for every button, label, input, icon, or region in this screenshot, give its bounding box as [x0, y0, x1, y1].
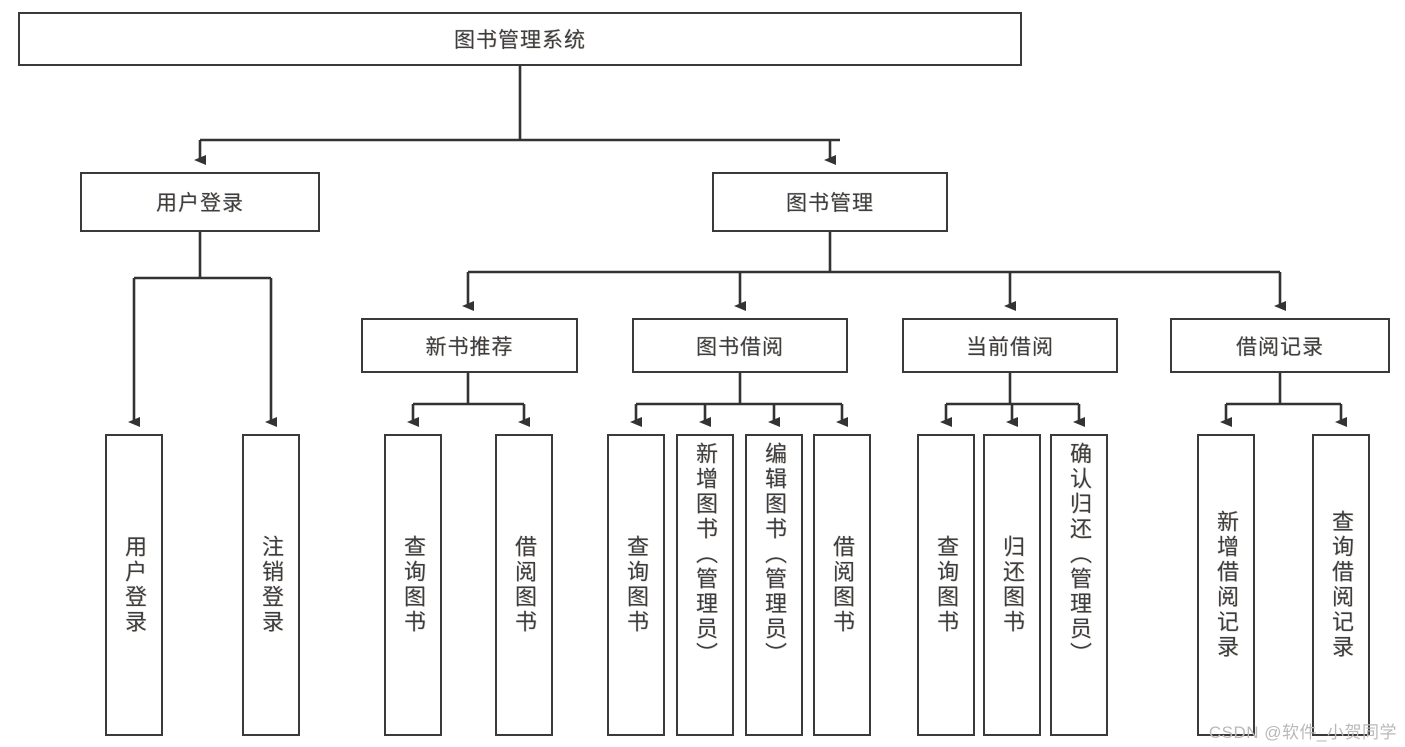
leaf-current-borrow-return-book[interactable]: 归还图书 [983, 434, 1041, 736]
node-label: 查询借阅记录 [1328, 510, 1354, 660]
node-label: 借阅记录 [1236, 335, 1324, 359]
node-label: 图书管理 [786, 192, 874, 215]
node-label: 查询图书 [933, 535, 959, 635]
node-user-login[interactable]: 用户登录 [80, 172, 320, 232]
node-borrow-record[interactable]: 借阅记录 [1170, 318, 1390, 373]
leaf-book-borrow-borrow-book[interactable]: 借阅图书 [813, 434, 871, 736]
node-label: 新增借阅记录 [1213, 510, 1239, 660]
node-current-borrow[interactable]: 当前借阅 [902, 318, 1118, 373]
node-label: 借阅图书 [511, 535, 537, 635]
node-label: 归还图书 [999, 535, 1025, 635]
node-label: 图书借阅 [696, 335, 784, 359]
node-label: 编辑图书（管理员） [761, 442, 787, 667]
node-label: 注销登录 [258, 535, 284, 635]
node-label: 用户登录 [156, 192, 244, 215]
node-new-book-recommend[interactable]: 新书推荐 [361, 318, 578, 373]
node-label: 用户登录 [121, 535, 147, 635]
node-label: 查询图书 [623, 535, 649, 635]
node-label: 确认归还（管理员） [1066, 442, 1092, 667]
leaf-user-login-login[interactable]: 用户登录 [105, 434, 163, 736]
node-book-borrow[interactable]: 图书借阅 [632, 318, 848, 373]
node-label: 图书管理系统 [454, 29, 586, 52]
leaf-user-login-logout[interactable]: 注销登录 [242, 434, 300, 736]
csdn-watermark: CSDN @软件_小贺同学 [1208, 723, 1397, 742]
leaf-new-book-borrow-book[interactable]: 借阅图书 [495, 434, 553, 736]
node-label: 新增图书（管理员） [692, 442, 718, 667]
leaf-new-book-query-book[interactable]: 查询图书 [384, 434, 442, 736]
leaf-book-borrow-query-book[interactable]: 查询图书 [607, 434, 665, 736]
node-label: 查询图书 [400, 535, 426, 635]
leaf-borrow-record-add-record[interactable]: 新增借阅记录 [1197, 434, 1255, 736]
leaf-current-borrow-query-book[interactable]: 查询图书 [917, 434, 975, 736]
leaf-book-borrow-add-book-admin[interactable]: 新增图书（管理员） [676, 434, 734, 736]
node-root-system[interactable]: 图书管理系统 [18, 12, 1022, 66]
leaf-current-borrow-confirm-return-admin[interactable]: 确认归还（管理员） [1050, 434, 1108, 736]
node-label: 借阅图书 [829, 535, 855, 635]
leaf-borrow-record-query-record[interactable]: 查询借阅记录 [1312, 434, 1370, 736]
leaf-book-borrow-edit-book-admin[interactable]: 编辑图书（管理员） [745, 434, 803, 736]
node-book-management[interactable]: 图书管理 [712, 172, 948, 232]
node-label: 新书推荐 [425, 335, 514, 359]
node-label: 当前借阅 [966, 335, 1054, 359]
